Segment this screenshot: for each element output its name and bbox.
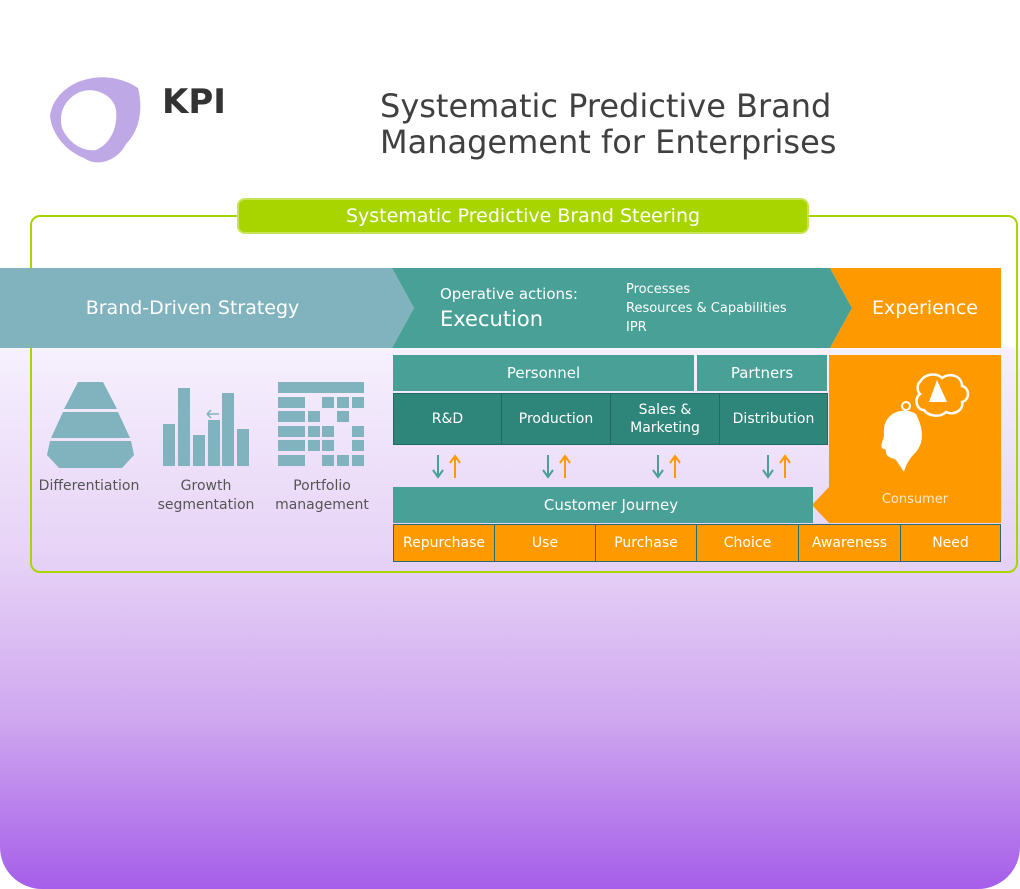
dept-production: Production	[501, 393, 611, 445]
stage-need: Need	[900, 524, 1001, 562]
customer-journey-bar: Customer Journey	[393, 487, 813, 523]
process-band	[0, 268, 1001, 348]
execution-item: Resources & Capabilities	[626, 301, 787, 316]
title-line-1: Systematic Predictive Brand	[380, 87, 832, 125]
personnel-header: Personnel	[393, 355, 694, 391]
tool-label: Differentiation	[38, 478, 140, 494]
pyramid-icon	[47, 382, 134, 468]
tool-differentiation: Differentiation	[30, 477, 148, 496]
kpi-logo-icon	[50, 77, 141, 163]
execution-arrow	[392, 268, 852, 348]
execution-label: Execution	[440, 307, 544, 331]
stage-choice: Choice	[696, 524, 799, 562]
tool-label: management	[275, 497, 369, 513]
dept-sales-marketing: Sales & Marketing	[610, 393, 720, 445]
stage-awareness: Awareness	[798, 524, 901, 562]
dept-rnd: R&D	[393, 393, 502, 445]
exchange-arrows	[432, 454, 791, 479]
title-line-2: Management for Enterprises	[380, 123, 837, 161]
arrow-pair-icon	[652, 454, 681, 479]
stage-use: Use	[494, 524, 596, 562]
bar-chart-icon	[163, 388, 249, 466]
experience-label: Experience	[872, 297, 978, 319]
tool-label: Portfolio	[293, 478, 351, 494]
arrow-pair-icon	[542, 454, 571, 479]
execution-item: IPR	[626, 320, 647, 335]
strategy-arrow	[0, 268, 414, 348]
page-title: Systematic Predictive Brand Management f…	[380, 88, 836, 160]
tool-label: segmentation	[157, 497, 255, 513]
logo-text: KPI	[162, 82, 226, 122]
strategy-label: Brand-Driven Strategy	[85, 297, 300, 319]
execution-items: Processes Resources & Capabilities IPR	[626, 280, 787, 337]
experience-arrow	[830, 268, 1001, 348]
stage-repurchase: Repurchase	[393, 524, 495, 562]
steering-label: Systematic Predictive Brand Steering	[237, 198, 809, 234]
tool-label: Growth	[180, 478, 232, 494]
operative-label: Operative actions:	[440, 285, 578, 303]
tool-growth-segmentation: Growth segmentation	[146, 477, 266, 515]
arrow-pair-icon	[432, 454, 461, 479]
execution-item: Processes	[626, 282, 691, 297]
tool-portfolio-management: Portfolio management	[262, 477, 382, 515]
partners-header: Partners	[697, 355, 827, 391]
stage-purchase: Purchase	[595, 524, 697, 562]
arrow-pair-icon	[762, 454, 791, 479]
dept-distribution: Distribution	[719, 393, 828, 445]
consumer-label: Consumer	[881, 491, 949, 507]
consumer-head-icon	[881, 373, 970, 472]
portfolio-grid-icon	[278, 382, 364, 466]
